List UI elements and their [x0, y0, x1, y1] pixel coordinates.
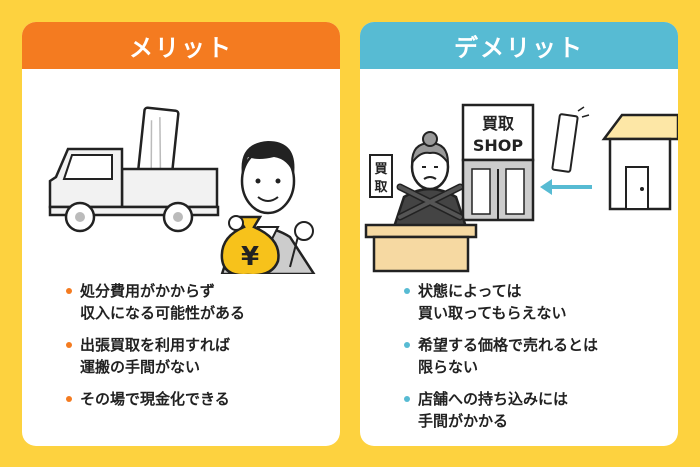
counter-sign-line1: 買	[374, 162, 387, 177]
demerit-list: 状態によっては 買い取ってもらえない 希望する価格で売れるとは 限らない 店舗へ…	[404, 280, 668, 442]
shop-building-icon	[461, 103, 535, 222]
arrow-left-icon	[540, 179, 592, 195]
demerit-item: 状態によっては 買い取ってもらえない	[404, 280, 668, 324]
merit-list: 処分費用がかからず 収入になる可能性がある 出張買取を利用すれば 運搬の手間がな…	[66, 280, 330, 420]
yen-symbol: ¥	[241, 242, 259, 272]
demerit-illustration: 買取 SHOP 買 取	[364, 103, 678, 273]
clerk-icon	[392, 131, 468, 229]
bullet-dot-icon	[404, 396, 410, 402]
counter-sign	[369, 154, 393, 198]
truck-icon	[48, 147, 220, 233]
shop-sign-line2: SHOP	[473, 136, 524, 155]
demerit-header: デメリット	[360, 22, 678, 69]
mirror-icon	[551, 106, 590, 173]
demerit-item: 希望する価格で売れるとは 限らない	[404, 334, 668, 378]
bullet-dot-icon	[404, 288, 410, 294]
house-icon	[601, 113, 678, 211]
merit-title: メリット	[129, 34, 233, 62]
shop-sign-line1: 買取	[482, 114, 514, 133]
bullet-dot-icon	[66, 342, 72, 348]
counter-sign-line2: 取	[374, 180, 388, 195]
money-bag-icon	[220, 215, 280, 274]
merit-header: メリット	[22, 22, 340, 69]
demerit-title: デメリット	[454, 34, 584, 62]
demerit-card: デメリット 買取 SHOP 買	[360, 22, 678, 446]
merit-illustration: ¥	[48, 106, 316, 274]
bullet-dot-icon	[66, 288, 72, 294]
demerit-item: 店舗への持ち込みには 手間がかかる	[404, 388, 668, 432]
merit-card: メリット	[22, 22, 340, 446]
bullet-dot-icon	[404, 342, 410, 348]
bullet-dot-icon	[66, 396, 72, 402]
merit-item: 処分費用がかからず 収入になる可能性がある	[66, 280, 330, 324]
merit-item: 出張買取を利用すれば 運搬の手間がない	[66, 334, 330, 378]
counter-desk-icon	[364, 223, 478, 273]
merit-item: その場で現金化できる	[66, 388, 330, 410]
